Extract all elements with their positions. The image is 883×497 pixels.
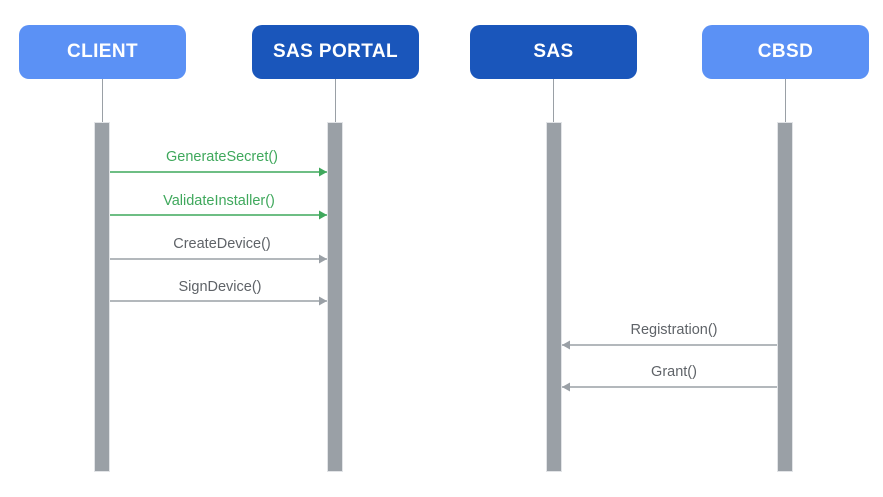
arrowhead-validate-installer [319, 210, 327, 220]
arrowhead-generate-secret [319, 167, 327, 177]
arrowhead-sign-device [319, 296, 327, 306]
actor-box-sas-portal[interactable]: SAS PORTAL [252, 25, 419, 79]
actor-label-cbsd: CBSD [757, 41, 814, 62]
message-label-grant: Grant() [651, 364, 697, 380]
actor-label-client: CLIENT [66, 41, 138, 62]
message-label-create-device: CreateDevice() [173, 236, 271, 252]
actor-label-sas-portal: SAS PORTAL [272, 41, 399, 62]
message-label-validate-installer: ValidateInstaller() [163, 193, 275, 209]
message-label-registration: Registration() [630, 322, 718, 338]
activation-bar-cbsd [777, 122, 793, 472]
message-label-generate-secret: GenerateSecret() [165, 149, 279, 165]
actor-label-sas: SAS [533, 41, 574, 62]
arrowhead-registration [562, 340, 570, 350]
message-label-sign-device: SignDevice() [178, 279, 262, 295]
actor-box-client[interactable]: CLIENT [19, 25, 186, 79]
activation-bar-sas-portal [327, 122, 343, 472]
lifeline-sas-portal [335, 79, 336, 122]
arrowhead-create-device [319, 254, 327, 264]
lifeline-client [102, 79, 103, 122]
lifeline-cbsd [785, 79, 786, 122]
activation-bar-client [94, 122, 110, 472]
actor-box-cbsd[interactable]: CBSD [702, 25, 869, 79]
lifeline-sas [553, 79, 554, 122]
arrowhead-grant [562, 382, 570, 392]
actor-box-sas[interactable]: SAS [470, 25, 637, 79]
activation-bar-sas [546, 122, 562, 472]
